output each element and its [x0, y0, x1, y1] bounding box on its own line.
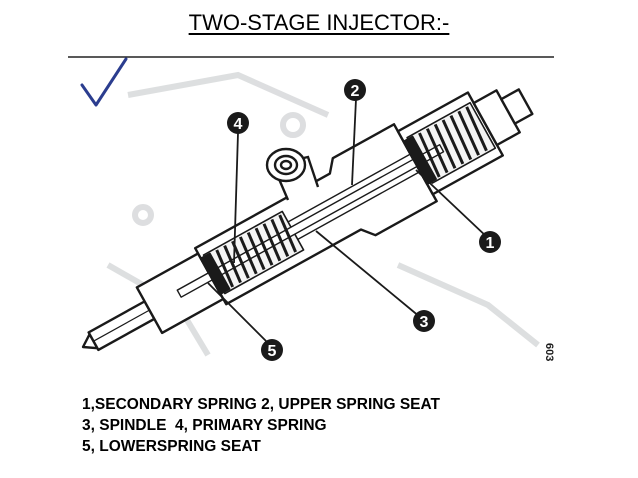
callout-1: 1 — [479, 231, 501, 253]
svg-text:4: 4 — [234, 116, 243, 133]
secondary-spring — [418, 106, 488, 178]
callout-4: 4 — [227, 112, 249, 134]
caption-line-3: 5, LOWERSPRING SEAT — [82, 438, 261, 455]
primary-spring — [215, 214, 297, 288]
fuel-inlet-connector — [265, 147, 320, 201]
injector-diagram: 1 2 3 4 5 603 — [68, 55, 554, 367]
svg-text:3: 3 — [420, 314, 429, 331]
parts-caption: 1,SECONDARY SPRING 2, UPPER SPRING SEAT … — [82, 394, 440, 457]
callout-leaders — [207, 98, 489, 344]
figure-margin-number: 603 — [543, 343, 554, 361]
callout-3: 3 — [413, 310, 435, 332]
callout-5: 5 — [261, 339, 283, 361]
svg-text:1: 1 — [486, 235, 495, 252]
slide-title: TWO-STAGE INJECTOR:- — [188, 10, 450, 35]
caption-line-2: 3, SPINDLE 4, PRIMARY SPRING — [82, 417, 327, 434]
svg-text:2: 2 — [351, 83, 360, 100]
check-mark — [80, 57, 128, 107]
caption-line-1: 1,SECONDARY SPRING 2, UPPER SPRING SEAT — [82, 396, 441, 413]
svg-text:5: 5 — [268, 343, 277, 360]
callout-2: 2 — [344, 79, 366, 101]
